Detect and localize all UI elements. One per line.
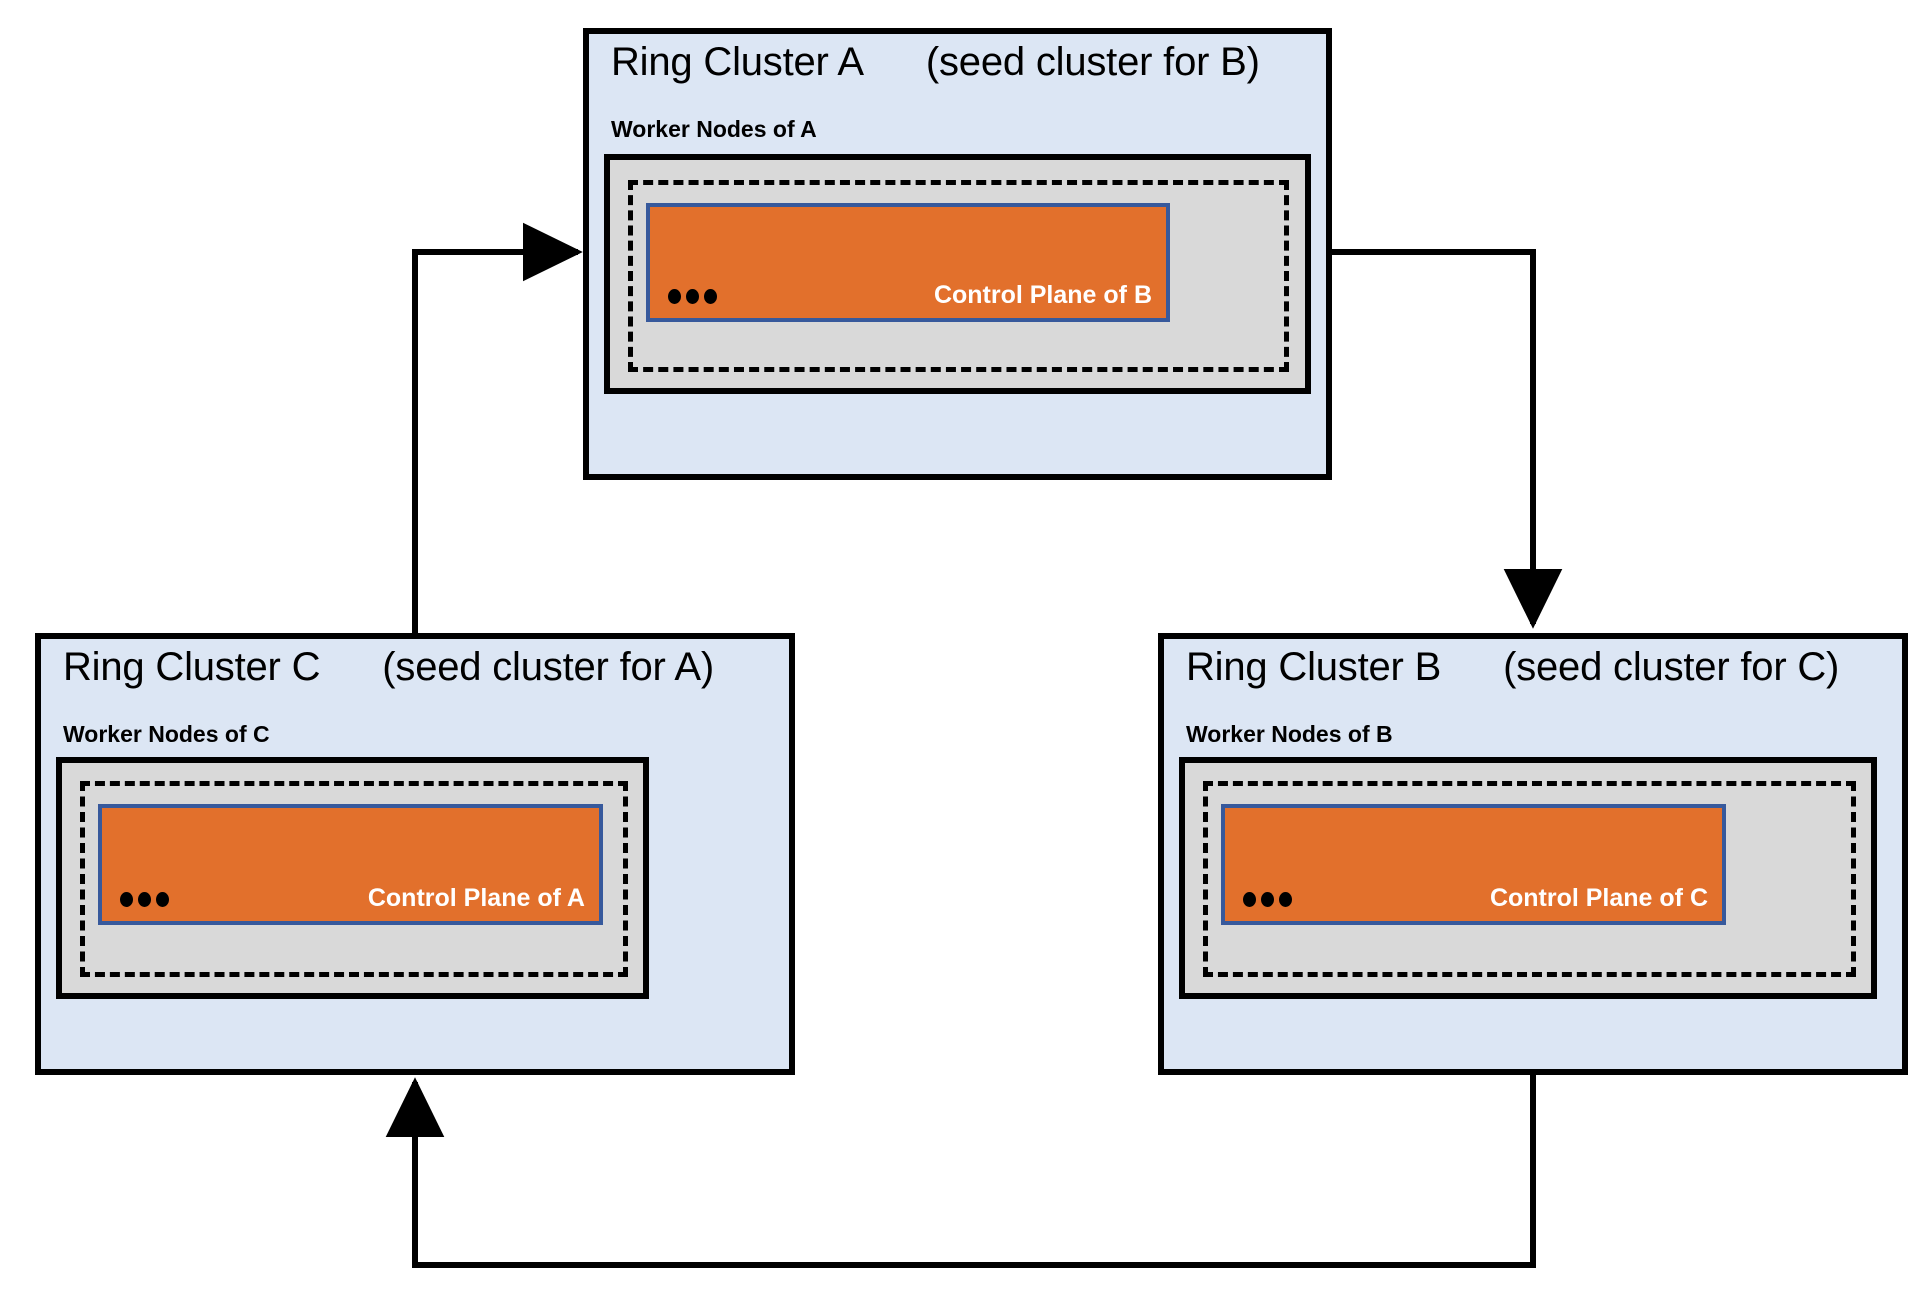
cluster-a-worker-nodes-box[interactable]: Control Plane of B [604, 154, 1311, 394]
cluster-c-worker-label: Worker Nodes of C [63, 721, 270, 747]
cluster-c-seed-note: (seed cluster for A) [382, 645, 714, 689]
cluster-b-ellipsis-dots [1243, 892, 1292, 907]
cluster-a-seed-note: (seed cluster for B) [925, 40, 1260, 84]
cluster-b-node-outline: Control Plane of C [1203, 781, 1856, 977]
cluster-c-control-plane-label: Control Plane of A [367, 884, 585, 912]
arrow-b-to-c [385, 1075, 1536, 1268]
cluster-b-control-plane-label: Control Plane of C [1489, 884, 1708, 912]
cluster-c-title: Ring Cluster C (seed cluster for A) [63, 645, 714, 690]
cluster-a-name: Ring Cluster A [611, 40, 864, 84]
arrow-a-to-b [1332, 249, 1563, 629]
cluster-b-seed-note: (seed cluster for C) [1503, 645, 1840, 689]
cluster-a-control-plane-box[interactable]: Control Plane of B [646, 203, 1170, 322]
cluster-a-title: Ring Cluster A (seed cluster for B) [611, 40, 1260, 85]
cluster-c-control-plane-box[interactable]: Control Plane of A [98, 804, 603, 925]
cluster-a-control-plane-label: Control Plane of B [933, 281, 1152, 309]
ring-cluster-a[interactable]: Ring Cluster A (seed cluster for B) Worke… [583, 28, 1332, 480]
cluster-b-worker-nodes-box[interactable]: Control Plane of C [1179, 757, 1877, 999]
cluster-c-name: Ring Cluster C [63, 645, 321, 689]
cluster-b-worker-label: Worker Nodes of B [1186, 721, 1393, 747]
cluster-a-node-outline: Control Plane of B [628, 180, 1289, 372]
cluster-a-worker-label: Worker Nodes of A [611, 116, 817, 142]
cluster-a-ellipsis-dots [668, 289, 717, 304]
cluster-b-title: Ring Cluster B (seed cluster for C) [1186, 645, 1839, 690]
arrow-c-to-a [412, 222, 583, 690]
cluster-c-worker-nodes-box[interactable]: Control Plane of A [56, 757, 649, 999]
cluster-c-ellipsis-dots [120, 892, 169, 907]
cluster-c-node-outline: Control Plane of A [80, 781, 628, 977]
ring-cluster-b[interactable]: Ring Cluster B (seed cluster for C) Worke… [1158, 633, 1908, 1075]
cluster-b-control-plane-box[interactable]: Control Plane of C [1221, 804, 1726, 925]
cluster-b-name: Ring Cluster B [1186, 645, 1442, 689]
ring-cluster-c[interactable]: Ring Cluster C (seed cluster for A) Worke… [35, 633, 795, 1075]
